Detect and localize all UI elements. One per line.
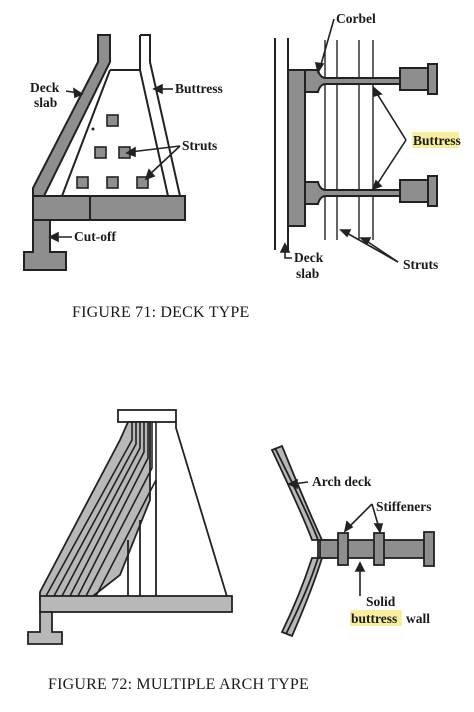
buttress-label-highlight (412, 132, 459, 148)
arch-base (39, 595, 233, 613)
corbel-label: Corbel (336, 11, 376, 26)
arch-cutoff (27, 611, 63, 645)
solid-label: Solid (366, 594, 396, 609)
wall-label: wall (406, 611, 430, 626)
buttress-arm-top (304, 69, 401, 93)
deck-slab-plate (287, 69, 306, 227)
right-leaders (279, 18, 407, 263)
buttress-label-right: Buttress (413, 133, 461, 148)
stiffeners-label: Stiffeners (376, 499, 431, 514)
struts-label-left: Struts (182, 138, 217, 153)
buttress-wall-label-highlight (350, 610, 402, 626)
arch-deck-shell (270, 444, 331, 638)
cutoff-label: Cut-off (74, 229, 116, 244)
figure-72-diagram: Arch deck Stiffeners Solid buttress wall (27, 409, 435, 645)
deck-plan-view (274, 38, 438, 250)
deck-slab-label-2: slab (34, 95, 57, 110)
figure-72-caption: FIGURE 72: MULTIPLE ARCH TYPE (48, 676, 309, 693)
left-leaders (48, 83, 181, 243)
deck-slab-label-right-2: slab (296, 266, 319, 281)
buttress-arm-bottom (304, 181, 401, 205)
deck-dam-section (23, 34, 186, 271)
buttress-wall (319, 539, 425, 559)
stiffener-2 (373, 532, 385, 566)
buttress-label-left: Buttress (175, 81, 223, 96)
stiffener-1 (337, 532, 349, 566)
cut-off (23, 219, 67, 271)
figure-71-caption: FIGURE 71: DECK TYPE (72, 304, 250, 321)
arch-deck-label: Arch deck (312, 474, 372, 489)
deck-slab-label-right-1: Deck (294, 250, 324, 265)
base-slab (32, 195, 186, 221)
figure-71-diagram: Deck slab Buttress Struts Cut-off (23, 11, 461, 281)
struts-label-right: Struts (403, 257, 438, 272)
deck-slab-label-1: Deck (30, 80, 60, 95)
multiple-arch-section (27, 409, 233, 645)
crest-cap (117, 409, 177, 423)
arch-deck-detail (270, 444, 435, 638)
fig72-leaders (287, 478, 384, 596)
buttress-outline (140, 34, 181, 197)
buttress-wall-label: buttress (351, 611, 397, 626)
